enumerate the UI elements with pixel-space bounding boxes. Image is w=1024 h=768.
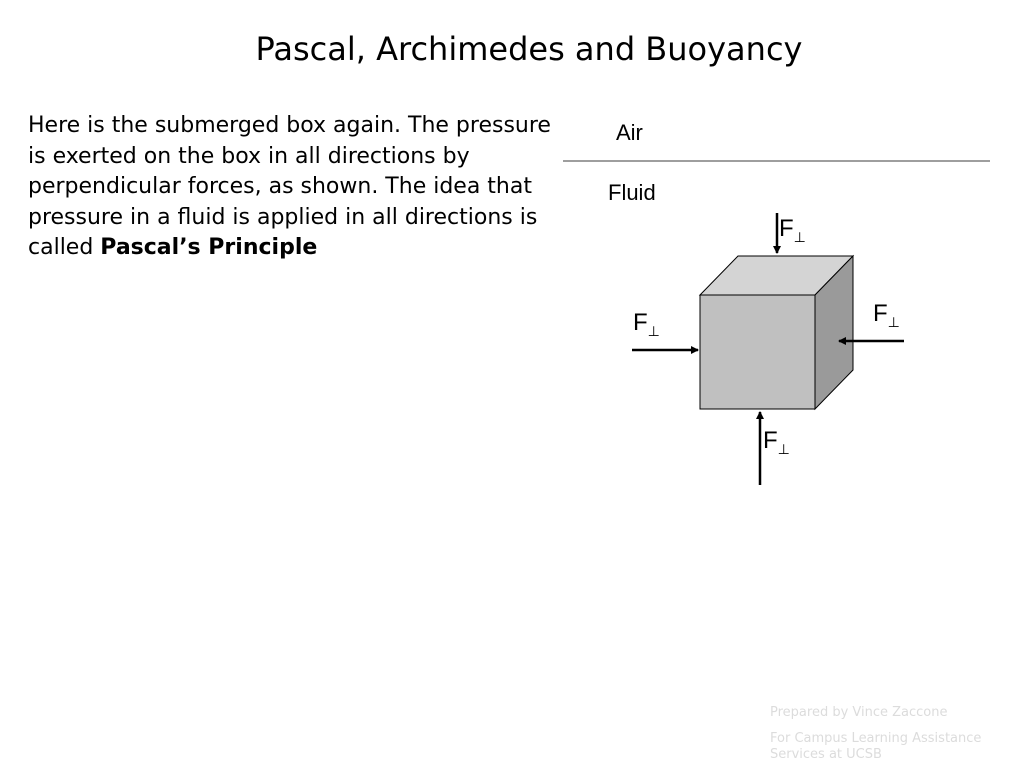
- force-symbol-top: F: [779, 215, 794, 242]
- force-subscript-top: ⊥: [794, 230, 806, 246]
- force-symbol-left: F: [633, 309, 648, 336]
- box-front-face: [699, 294, 816, 410]
- body-paragraph: Here is the submerged box again. The pre…: [28, 111, 568, 264]
- force-left: F⊥: [632, 309, 699, 354]
- force-subscript-right: ⊥: [888, 315, 900, 331]
- force-bottom: F⊥: [756, 411, 790, 485]
- force-subscript-bottom: ⊥: [778, 442, 790, 458]
- force-right: F⊥: [838, 300, 904, 345]
- fluid-label: Fluid: [608, 180, 656, 205]
- footer-affiliation: For Campus Learning Assistance Services …: [770, 731, 982, 762]
- footer-author: Prepared by Vince Zaccone: [770, 705, 948, 720]
- submerged-box: [698, 254, 855, 411]
- force-label-right: F⊥: [873, 300, 900, 331]
- force-label-left: F⊥: [633, 309, 660, 340]
- air-label: Air: [616, 120, 643, 145]
- pascals-principle-term: Pascal’s Principle: [100, 235, 318, 260]
- force-symbol-bottom: F: [763, 427, 778, 454]
- force-label-top: F⊥: [779, 215, 806, 246]
- force-label-bottom: F⊥: [763, 427, 790, 458]
- force-top: F⊥: [773, 213, 806, 254]
- slide-title: Pascal, Archimedes and Buoyancy: [255, 30, 803, 68]
- force-subscript-left: ⊥: [648, 324, 660, 340]
- body-text: Here is the submerged box again. The pre…: [28, 113, 551, 260]
- force-symbol-right: F: [873, 300, 888, 327]
